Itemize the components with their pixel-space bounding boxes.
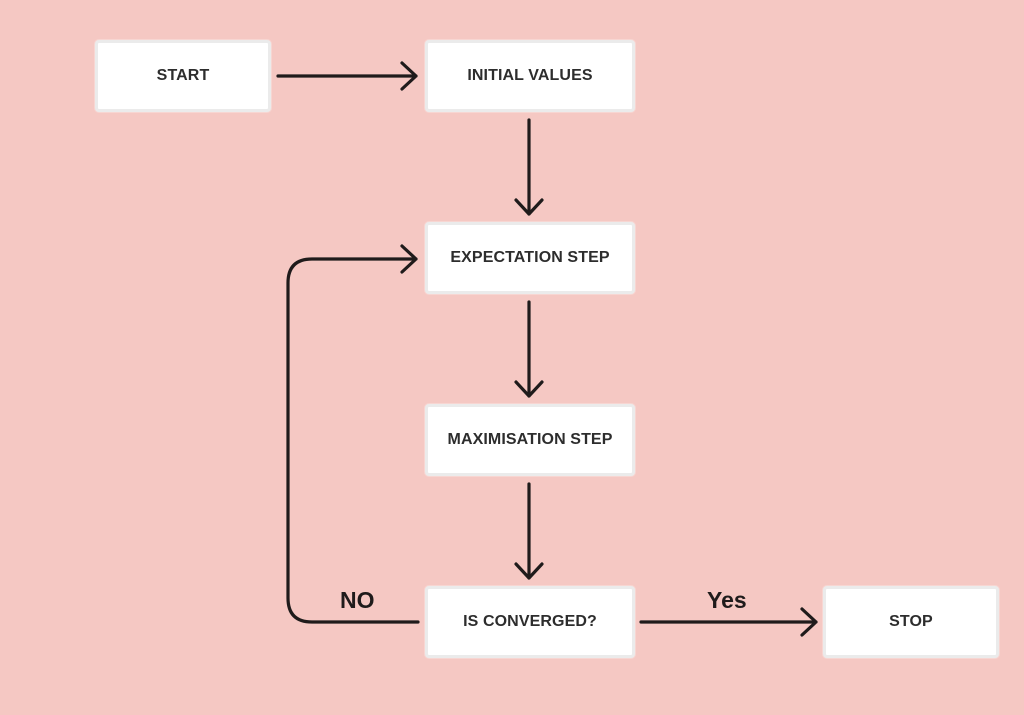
node-initial-values: INITIAL VALUES xyxy=(425,40,635,112)
arrow-initial-to-expectation xyxy=(514,118,544,216)
edge-label-no: NO xyxy=(340,587,375,613)
arrow-start-to-initial xyxy=(276,61,418,91)
arrow-no-loop xyxy=(286,244,420,624)
node-stop: STOP xyxy=(823,586,999,658)
node-maximisation-step: MAXIMISATION STEP xyxy=(425,404,635,476)
node-start: START xyxy=(95,40,271,112)
node-is-converged: IS CONVERGED? xyxy=(425,586,635,658)
arrow-yes xyxy=(639,607,818,637)
arrow-expectation-to-maximisation xyxy=(514,300,544,398)
edge-label-yes: Yes xyxy=(707,587,747,613)
node-expectation-step: EXPECTATION STEP xyxy=(425,222,635,294)
arrow-maximisation-to-converged xyxy=(514,482,544,580)
